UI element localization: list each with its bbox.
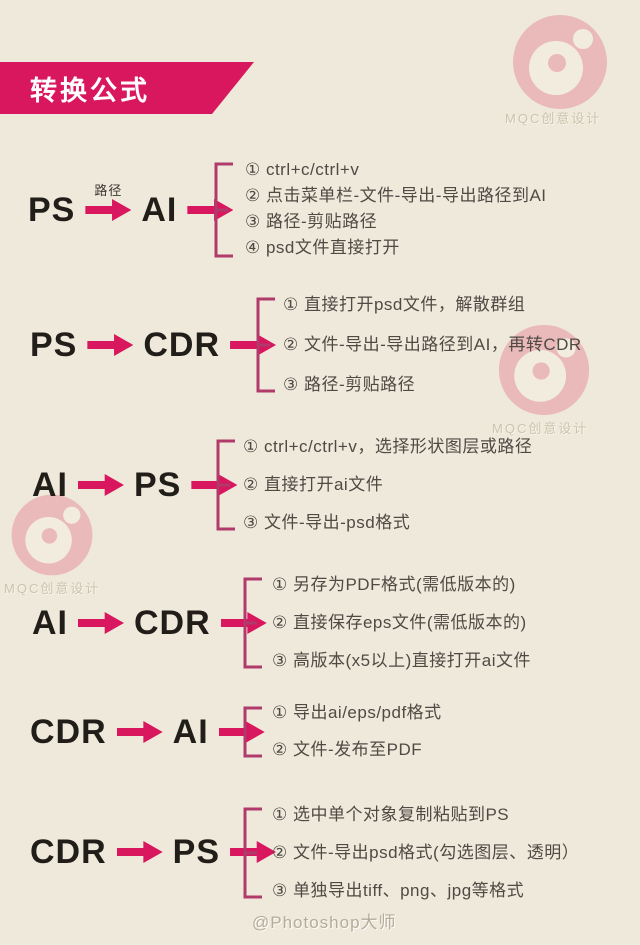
formula-ai-to-cdr: AI CDR	[32, 600, 267, 646]
bracket-icon	[243, 577, 262, 669]
formula-cdr-to-ps: CDR PS	[30, 829, 277, 875]
method-list: ① 选中单个对象复制粘贴到PS ② 文件-导出psd格式(勾选图层、透明） ③ …	[272, 796, 579, 910]
source-app-label: CDR	[30, 713, 107, 751]
method-item: ④ psd文件直接打开	[245, 238, 400, 257]
method-list: ① ctrl+c/ctrl+v，选择形状图层或路径 ② 直接打开ai文件 ③ 文…	[243, 428, 532, 542]
bracket-icon	[214, 162, 233, 258]
arrow-right-icon	[116, 841, 163, 863]
arrow-right-icon	[87, 334, 134, 356]
method-item: ② 直接打开ai文件	[243, 475, 384, 494]
method-item: ① 选中单个对象复制粘贴到PS	[272, 805, 510, 824]
formula-ps-to-cdr: PS CDR	[30, 322, 277, 368]
footer-credit: @Photoshop大师	[252, 913, 397, 932]
brand-watermark-text: MQC创意设计	[4, 581, 101, 596]
formula-ps-to-ai: PS 路径 AI	[28, 183, 234, 233]
bracket-icon	[243, 706, 262, 758]
method-item: ② 点击菜单栏-文件-导出-导出路径到AI	[245, 186, 547, 205]
method-item: ① 另存为PDF格式(需低版本的)	[272, 575, 516, 594]
target-app-label: PS	[172, 833, 221, 871]
source-app-label: PS	[28, 191, 76, 229]
method-item: ③ 单独导出tiff、png、jpg等格式	[272, 881, 525, 900]
method-item: ② 文件-导出-导出路径到AI，再转CDR	[283, 335, 582, 354]
source-app-label: AI	[32, 466, 68, 504]
arrow-right-icon	[85, 199, 132, 221]
method-list: ① ctrl+c/ctrl+v ② 点击菜单栏-文件-导出-导出路径到AI ③ …	[245, 157, 547, 261]
source-app-label: PS	[30, 326, 78, 364]
formula-cdr-to-ai: CDR AI	[30, 709, 265, 755]
arrow-caption: 路径	[94, 183, 123, 198]
source-app-label: CDR	[30, 833, 107, 871]
method-item: ② 直接保存eps文件(需低版本的)	[272, 613, 527, 632]
formula-ai-to-ps: AI PS	[32, 462, 238, 508]
method-list: ① 导出ai/eps/pdf格式 ② 文件-发布至PDF	[272, 694, 442, 768]
target-app-label: AI	[141, 191, 178, 229]
arrow-right-icon	[116, 721, 163, 743]
method-item: ③ 路径-剪贴路径	[283, 375, 416, 394]
method-item: ③ 文件-导出-psd格式	[243, 513, 411, 532]
method-item: ① 直接打开psd文件，解散群组	[283, 295, 526, 314]
bracket-icon	[243, 807, 262, 899]
method-list: ① 另存为PDF格式(需低版本的) ② 直接保存eps文件(需低版本的) ③ 高…	[272, 566, 531, 680]
method-item: ① ctrl+c/ctrl+v	[245, 160, 360, 179]
method-item: ③ 高版本(x5以上)直接打开ai文件	[272, 651, 531, 670]
method-item: ② 文件-导出psd格式(勾选图层、透明）	[272, 843, 580, 862]
method-item: ① 导出ai/eps/pdf格式	[272, 703, 442, 722]
target-app-label: CDR	[134, 604, 211, 642]
labeled-arrow: 路径	[85, 183, 132, 221]
arrow-right-icon	[78, 612, 124, 634]
page-title: 转换公式	[30, 75, 150, 106]
method-item: ③ 路径-剪贴路径	[245, 212, 378, 231]
bracket-icon	[256, 297, 275, 393]
source-app-label: AI	[32, 604, 68, 642]
target-app-label: AI	[172, 713, 209, 751]
target-app-label: CDR	[143, 326, 221, 364]
brand-logo-icon	[513, 15, 607, 109]
method-list: ① 直接打开psd文件，解散群组 ② 文件-导出-导出路径到AI，再转CDR ③…	[283, 285, 582, 405]
title-banner: 转换公式	[0, 62, 254, 114]
target-app-label: PS	[134, 466, 182, 504]
bracket-icon	[216, 439, 235, 531]
brand-watermark-text: MQC创意设计	[505, 111, 602, 126]
arrow-right-icon	[78, 474, 124, 496]
method-item: ① ctrl+c/ctrl+v，选择形状图层或路径	[243, 437, 533, 456]
method-item: ② 文件-发布至PDF	[272, 740, 423, 759]
